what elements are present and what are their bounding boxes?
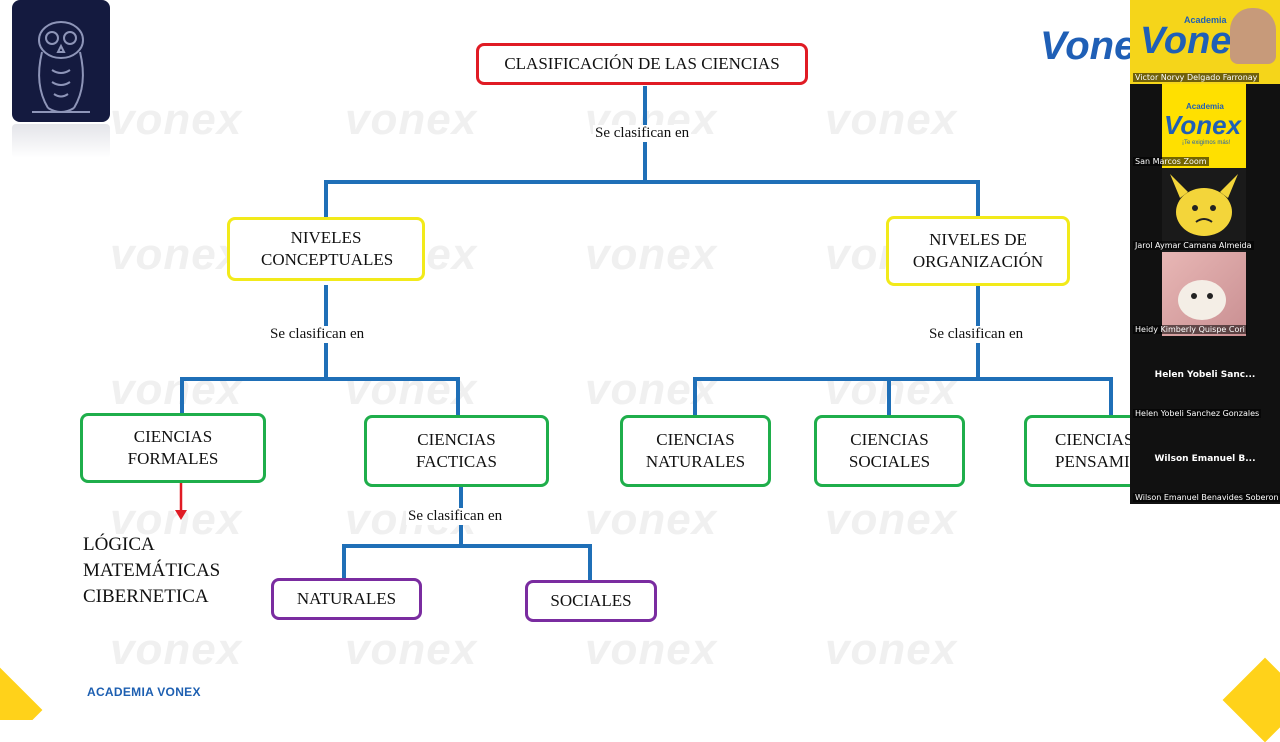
participant-tile[interactable]: Academia Vonex ¡Te exigimos más! San Mar…: [1130, 84, 1280, 168]
participant-name: Victor Norvy Delgado Farronay: [1133, 73, 1260, 82]
participant-short-name: Helen Yobeli Sanc...: [1154, 370, 1256, 380]
node-ciencias-facticas: CIENCIAS FACTICAS: [364, 415, 549, 487]
watermark: vonex: [585, 495, 718, 544]
participant-name: Heidy Kimberly Quispe Cori: [1133, 325, 1247, 334]
participant-name: Wilson Emanuel Benavides Soberon: [1133, 493, 1280, 502]
connector-line: [324, 180, 328, 218]
node-sociales: SOCIALES: [525, 580, 657, 622]
participant-tile[interactable]: Wilson Emanuel B... Wilson Emanuel Benav…: [1130, 420, 1280, 504]
academia-text: Academia: [1184, 15, 1227, 25]
participants-panel[interactable]: Vonex Academia Victor Norvy Delgado Farr…: [1130, 0, 1280, 504]
connector-label: Se clasifican en: [593, 125, 692, 142]
vonex-logo: Vonex: [1040, 24, 1130, 68]
node-niveles-conceptuales: NIVELES CONCEPTUALES: [227, 217, 425, 281]
connector-line: [324, 180, 980, 184]
presentation-slide: vonex vonex vonex vonex vonex vonex vone…: [0, 0, 1130, 720]
example-item: CIBERNETICA: [83, 586, 209, 607]
example-item: LÓGICA: [83, 534, 155, 555]
participant-tile[interactable]: Vonex Academia Victor Norvy Delgado Farr…: [1130, 0, 1280, 84]
watermark: vonex: [345, 625, 478, 674]
owl-logo: [12, 0, 110, 122]
watermark: vonex: [110, 230, 243, 279]
connector-label: Se clasifican en: [406, 508, 505, 525]
vonex-logo-box: Academia Vonex ¡Te exigimos más!: [1162, 84, 1246, 168]
connector-line: [693, 377, 1113, 381]
participant-name: Helen Yobeli Sanchez Gonzales: [1133, 409, 1262, 418]
connector-line: [1109, 377, 1113, 417]
avatar-image: [1162, 252, 1246, 336]
academia-text: Academia: [1186, 102, 1224, 111]
watermark: vonex: [345, 95, 478, 144]
owl-logo-reflection: [12, 124, 110, 158]
connector-line: [456, 377, 460, 417]
node-ciencias-naturales: CIENCIAS NATURALES: [620, 415, 771, 487]
participant-name: San Marcos Zoom: [1133, 157, 1209, 166]
node-ciencias-sociales: CIENCIAS SOCIALES: [814, 415, 965, 487]
watermark: vonex: [110, 625, 243, 674]
participant-tile[interactable]: Helen Yobeli Sanc... Helen Yobeli Sanche…: [1130, 336, 1280, 420]
watermark: vonex: [825, 495, 958, 544]
connector-line: [180, 377, 460, 381]
connector-label: Se clasifican en: [927, 326, 1026, 343]
connector-line: [180, 377, 184, 415]
vonex-logo: Vonex: [1164, 110, 1242, 140]
watermark: vonex: [825, 365, 958, 414]
watermark: vonex: [585, 230, 718, 279]
corner-decoration: [0, 667, 43, 720]
example-item: MATEMÁTICAS: [83, 560, 221, 581]
watermark: vonex: [110, 365, 243, 414]
watermark: vonex: [585, 625, 718, 674]
participant-short-name: Wilson Emanuel B...: [1154, 454, 1256, 464]
connector-line: [887, 377, 891, 417]
connector-line: [588, 544, 592, 580]
participant-tile[interactable]: Heidy Kimberly Quispe Cori: [1130, 252, 1280, 336]
connector-line: [976, 180, 980, 218]
node-ciencias-pensamiento: CIENCIAS PENSAMIENTO: [1024, 415, 1130, 487]
formales-examples: LÓGICA MATEMÁTICAS CIBERNETICA: [83, 532, 220, 610]
connector-label: Se clasifican en: [268, 326, 367, 343]
node-ciencias-formales: CIENCIAS FORMALES: [80, 413, 266, 483]
watermark: vonex: [345, 365, 478, 414]
connector-line: [693, 377, 697, 417]
watermark: vonex: [585, 365, 718, 414]
hamster-icon: [1178, 280, 1226, 320]
participant-tile[interactable]: Jarol Aymar Camana Almeida: [1130, 168, 1280, 252]
node-naturales: NATURALES: [271, 578, 422, 620]
corner-decoration: [1222, 657, 1280, 742]
slogan-text: ¡Te exigimos más!: [1182, 140, 1231, 146]
title-node: CLASIFICACIÓN DE LAS CIENCIAS: [476, 43, 808, 85]
footer-text: ACADEMIA VONEX: [87, 685, 201, 699]
connector-line: [342, 544, 346, 579]
speaker-video: [1230, 8, 1276, 64]
watermark: vonex: [825, 95, 958, 144]
watermark: vonex: [825, 625, 958, 674]
watermark: vonex: [110, 95, 243, 144]
node-niveles-organizacion: NIVELES DE ORGANIZACIÓN: [886, 216, 1070, 286]
down-arrow-icon: [175, 482, 187, 520]
watermark: vonex: [110, 495, 243, 544]
participant-name: Jarol Aymar Camana Almeida: [1133, 241, 1254, 250]
avatar-image: [1162, 168, 1246, 252]
pikachu-icon: [1170, 174, 1238, 236]
connector-line: [342, 544, 592, 548]
